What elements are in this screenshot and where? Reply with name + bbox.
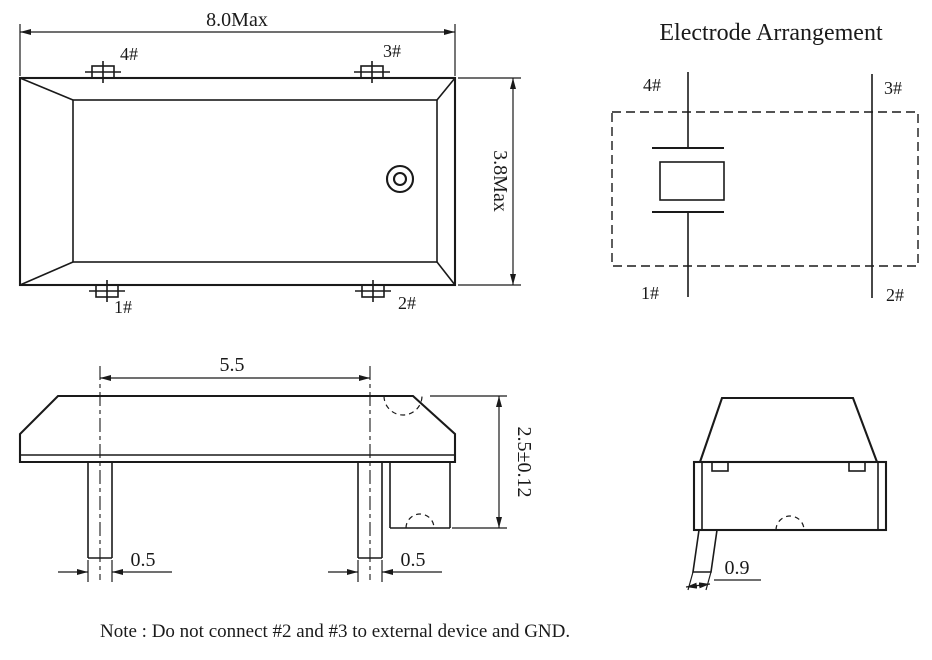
right-lead-width-label: 0.5 [401,549,426,571]
note-text: Note : Do not connect #2 and #3 to exter… [100,621,570,642]
electrode-arrangement: Electrode Arrangement 4# 3# 1# 2# [611,20,919,305]
top-view-inner-outline [72,99,438,263]
dimension-line [685,582,711,589]
extension-line [705,571,712,591]
package-dashed-outline [611,111,919,267]
top-view: 4# 3# 1# 2# 8.0Max 3.8Max [18,9,521,317]
electrode-pin1-label: 1# [641,283,659,303]
side-view: 5.5 2.5±0.12 0.5 [18,354,535,582]
lead-width-dimension-label: 0.9 [725,557,750,579]
marker-circle-inner [392,171,408,187]
extension-line [687,571,694,591]
hidden-hole-arc [383,395,423,416]
marker-circle-outer [385,164,415,194]
pad-3 [354,61,390,83]
electrode-arrangement-title: Electrode Arrangement [659,20,883,46]
lead-span-dimension: 5.5 [100,354,370,381]
base-step [389,462,451,529]
top-view-outer-outline [18,76,457,287]
hidden-hole-arc [405,513,435,529]
side-body-outline [18,394,457,464]
base-notch [711,461,729,472]
pin3-label: 3# [383,41,401,61]
end-view: 0.9 [685,396,888,591]
base-notch [848,461,866,472]
pin2-label: 2# [398,293,416,313]
end-lid-outline [699,396,878,463]
width-dimension-label: 8.0Max [206,9,268,31]
height-dimension: 3.8Max [458,77,521,286]
lead-outline [692,529,718,573]
bevel-line [436,77,456,101]
body-height-dimension-label: 2.5±0.12 [513,427,535,498]
crystal-element [659,161,725,201]
electrode-pin2-label: 2# [886,285,904,305]
pad-1 [89,280,125,302]
bevel-line [19,261,74,286]
electrode-pin3-label: 3# [884,78,902,98]
bevel-line [19,77,74,101]
left-lead-width-label: 0.5 [131,549,156,571]
body-height-dimension: 2.5±0.12 [430,395,535,529]
crystal-symbol [652,72,725,297]
lead-span-dimension-label: 5.5 [220,354,245,376]
hidden-hole-arc [775,515,805,531]
pad-2 [355,280,391,302]
right-lead-width-dimension: 0.5 [328,549,442,582]
pin4-label: 4# [120,44,138,64]
electrode-pin4-label: 4# [643,75,661,95]
width-dimension: 8.0Max [19,9,456,76]
pin1-label: 1# [114,297,132,317]
height-dimension-label: 3.8Max [489,150,511,212]
pad-4 [85,61,121,83]
end-base-outline [692,460,888,532]
end-lead: 0.9 [685,529,761,591]
bevel-line [436,261,456,286]
left-lead-width-dimension: 0.5 [58,549,172,582]
